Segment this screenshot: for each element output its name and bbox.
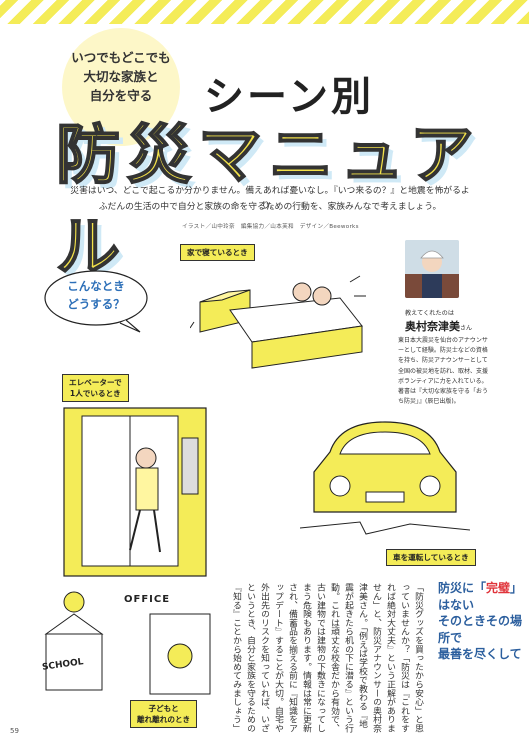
scene-tag-bed: 家で寝ているとき — [180, 244, 255, 261]
elevator-scene-illustration — [63, 407, 207, 577]
page-subtitle: シーン別 — [204, 74, 374, 120]
scene-tag-car: 車を運転しているとき — [386, 549, 476, 566]
circle-line-1: いつでもどこでも — [71, 50, 171, 65]
elevator-tag-line-1: エレベーターで — [69, 378, 122, 387]
credit-line: イラスト／山中玲奈 編集協力／山本芙和 デザイン／Beeworks — [182, 224, 359, 230]
profile-intro: 教えてくれたのは — [405, 310, 455, 317]
apart-tag-line-1: 子どもと — [148, 704, 179, 713]
elevator-tag-line-2: 1人でいるとき — [69, 389, 121, 398]
bed-scene-illustration — [190, 275, 366, 369]
page-number: 59 — [10, 727, 19, 735]
lead-line-1: 災害はいつ、どこで起こるか分かりません。備えあれば憂いなし。『いつ来るの？』と地… — [70, 186, 470, 211]
scene-tag-elevator: エレベーターで 1人でいるとき — [62, 374, 129, 402]
office-sign: OFFICE — [124, 594, 171, 605]
page-title: 防災マニュアル — [55, 118, 481, 286]
apart-tag-line-2: 離れ離れのとき — [137, 715, 191, 724]
heading-line-2: そのときその場所で — [438, 614, 523, 645]
circle-line-2: 大切な家族と — [83, 69, 159, 84]
section-heading: 防災に「完璧」はない そのときその場所で 最善を尽くして — [438, 580, 529, 663]
circle-line-3: 自分を守る — [89, 88, 153, 103]
bubble-text: こんなとき どうする？ — [42, 277, 150, 313]
speech-bubble — [44, 270, 148, 333]
profile-photo — [405, 240, 459, 298]
body-text: 「防災グッズを買ったから安心」と思っていませんか？「防災は『これをすれば絶対大丈… — [231, 583, 423, 733]
heading-line-1: 防災に「完璧」はない — [438, 581, 523, 612]
bubble-line-2: どうする？ — [67, 297, 125, 311]
profile-bio: 東日本大震災を仙台のアナウンサーとして経験。防災士などの資格を持ち、防災アナウン… — [398, 337, 489, 406]
car-scene-illustration — [300, 421, 470, 535]
top-stripe-banner — [0, 0, 529, 24]
heading-highlight: 完璧 — [486, 581, 511, 595]
apart-scene-illustration — [44, 591, 211, 695]
heading-line-3: 最善を尽くして — [438, 647, 522, 661]
bubble-line-1: こんなとき — [67, 279, 125, 293]
header-circle — [62, 28, 180, 146]
header-circle-text: いつでもどこでも 大切な家族と 自分を守る — [62, 48, 180, 105]
scene-tag-apart: 子どもと 離れ離れのとき — [130, 700, 198, 728]
lead-line-2: ふだんの生活の中で自分と家族の命を守るための行動を、家族みんなで考えましょう。 — [98, 202, 442, 212]
profile-name: 奥村奈津美さん — [405, 320, 473, 333]
